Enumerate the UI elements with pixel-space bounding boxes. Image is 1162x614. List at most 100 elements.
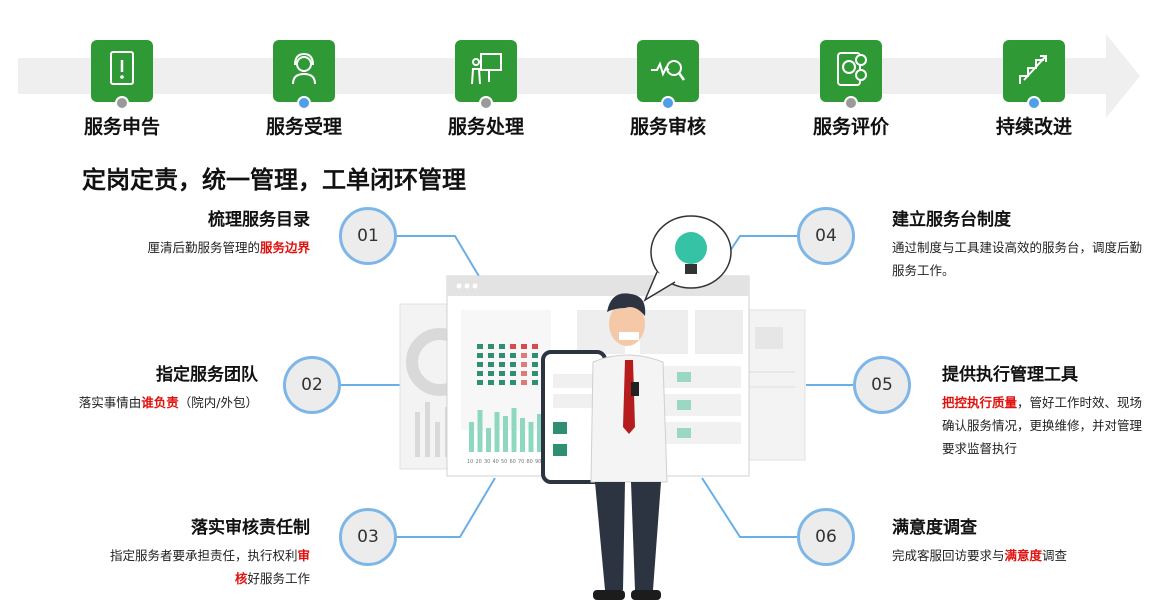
dot-grid-cell bbox=[488, 353, 494, 358]
process-step-dot bbox=[115, 96, 129, 110]
illustration-tick-label: 50 bbox=[501, 459, 507, 465]
dot-grid-cell bbox=[477, 362, 483, 367]
item-desc-highlight: 审核 bbox=[234, 548, 310, 586]
item-number-circle: 01 bbox=[339, 207, 397, 265]
process-step-label: 服务申告 bbox=[83, 116, 160, 138]
process-step: 服务受理 bbox=[244, 40, 364, 139]
illustration-bar bbox=[503, 416, 508, 452]
process-step-icon-box bbox=[455, 40, 517, 102]
item-text-block: 梳理服务目录厘清后勤服务管理的服务边界 bbox=[98, 205, 310, 259]
process-step-dot bbox=[844, 96, 858, 110]
report-document-icon bbox=[105, 50, 139, 92]
item-title: 梳理服务目录 bbox=[208, 210, 310, 230]
dot-grid-cell bbox=[499, 344, 505, 349]
process-step-label: 服务评价 bbox=[812, 116, 889, 138]
item-text-block: 落实审核责任制指定服务者要承担责任，执行权利审核好服务工作 bbox=[98, 513, 310, 590]
item-desc-text: 落实事情由 bbox=[78, 395, 142, 410]
process-step: 服务审核 bbox=[608, 40, 728, 139]
dot-grid-cell bbox=[521, 362, 527, 367]
illustration-bar bbox=[528, 422, 534, 452]
process-step-icon-box bbox=[1003, 40, 1065, 102]
item-title: 满意度调查 bbox=[892, 518, 977, 538]
connector-06 bbox=[701, 477, 799, 538]
item-desc-highlight: 满意度 bbox=[1004, 548, 1043, 563]
magnifier-chart-icon bbox=[649, 50, 687, 92]
dot-grid-cell bbox=[521, 380, 527, 385]
item-desc-text: 厘清后勤服务管理的 bbox=[147, 240, 260, 255]
dot-grid-cell bbox=[488, 362, 494, 367]
illustration-bar bbox=[537, 414, 542, 452]
illustration-bar bbox=[511, 408, 517, 452]
process-step-icon-box bbox=[637, 40, 699, 102]
item-title: 落实审核责任制 bbox=[191, 518, 310, 538]
process-arrow-band bbox=[18, 58, 1108, 94]
process-step-dot bbox=[479, 96, 493, 110]
dot-grid-cell bbox=[488, 344, 494, 349]
item-description: 指定服务者要承担责任，执行权利审核好服务工作 bbox=[98, 544, 310, 590]
item-description: 厘清后勤服务管理的服务边界 bbox=[98, 236, 310, 259]
phone bbox=[541, 350, 607, 484]
item-text-block: 满意度调查完成客服回访要求与满意度调查 bbox=[892, 513, 1147, 567]
process-step: 服务评价 bbox=[791, 40, 911, 139]
process-step-label: 服务处理 bbox=[447, 116, 524, 138]
illustration-tick-label: 80 bbox=[527, 459, 533, 465]
dot-grid-cell bbox=[499, 353, 505, 358]
illustration-tick-label: 40 bbox=[493, 459, 499, 465]
dot-grid-cell bbox=[499, 362, 505, 367]
process-step: 持续改进 bbox=[974, 40, 1094, 139]
illustration-tick-label: 10 bbox=[467, 459, 473, 465]
dot-grid-cell bbox=[510, 353, 516, 358]
dot-grid-cell bbox=[510, 380, 516, 385]
process-step: 服务申告 bbox=[62, 40, 182, 139]
connector-01 bbox=[395, 235, 481, 279]
item-desc-text: ，管好工作时效、现场确认服务情况，更换维修，并对管理要求监督执行 bbox=[942, 395, 1143, 456]
illustration-tick-label: 60 bbox=[510, 459, 516, 465]
illustration-tick-label: 70 bbox=[518, 459, 524, 465]
dot-grid-cell bbox=[510, 371, 516, 376]
headline: 定岗定责，统一管理，工单闭环管理 bbox=[82, 166, 466, 194]
item-text-block: 建立服务台制度通过制度与工具建设高效的服务台，调度后勤服务工作。 bbox=[892, 205, 1147, 282]
illustration-bar bbox=[486, 428, 491, 452]
process-step-dot bbox=[297, 96, 311, 110]
process-step-label: 服务审核 bbox=[629, 116, 706, 138]
dot-grid-cell bbox=[510, 362, 516, 367]
dot-grid-cell bbox=[477, 371, 483, 376]
item-text-block: 指定服务团队落实事情由谁负责（院内/外包） bbox=[70, 360, 258, 414]
dot-grid-cell bbox=[477, 380, 483, 385]
item-description: 完成客服回访要求与满意度调查 bbox=[892, 544, 1147, 567]
process-step-label: 持续改进 bbox=[995, 116, 1072, 138]
item-text-block: 提供执行管理工具把控执行质量，管好工作时效、现场确认服务情况，更换维修，并对管理… bbox=[942, 360, 1154, 460]
process-step-dot bbox=[1027, 96, 1041, 110]
process-step-dot bbox=[661, 96, 675, 110]
item-number-circle: 02 bbox=[283, 356, 341, 414]
dot-grid-cell bbox=[532, 362, 538, 367]
connector-03 bbox=[395, 477, 496, 538]
lightbulb-bubble bbox=[643, 215, 732, 302]
item-description: 落实事情由谁负责（院内/外包） bbox=[70, 391, 258, 414]
dot-grid-cell bbox=[532, 371, 538, 376]
item-number-circle: 06 bbox=[797, 508, 855, 566]
item-description: 通过制度与工具建设高效的服务台，调度后勤服务工作。 bbox=[892, 236, 1147, 282]
illustration-bar bbox=[494, 412, 500, 452]
process-step-label: 服务受理 bbox=[265, 116, 342, 138]
item-desc-text: （院内/外包） bbox=[178, 395, 258, 410]
item-desc-highlight: 谁负责 bbox=[141, 395, 179, 410]
dot-grid-cell bbox=[477, 344, 483, 349]
dot-grid-cell bbox=[521, 353, 527, 358]
illustration-bar bbox=[520, 418, 525, 452]
illustration-tick-label: 30 bbox=[484, 459, 490, 465]
process-step-icon-box bbox=[273, 40, 335, 102]
item-desc-highlight: 把控执行质量 bbox=[942, 395, 1018, 410]
item-desc-text: 好服务工作 bbox=[247, 571, 310, 586]
dot-grid-cell bbox=[521, 371, 527, 376]
dot-grid-cell bbox=[488, 380, 494, 385]
process-step: 服务处理 bbox=[426, 40, 546, 139]
process-arrow-head bbox=[1106, 34, 1140, 118]
businessman bbox=[590, 293, 668, 600]
customer-service-headset-icon bbox=[287, 50, 321, 92]
growth-chart-icon bbox=[1016, 50, 1052, 92]
dot-grid-cell bbox=[521, 344, 527, 349]
process-step-icon-box bbox=[820, 40, 882, 102]
item-title: 建立服务台制度 bbox=[892, 210, 1011, 230]
